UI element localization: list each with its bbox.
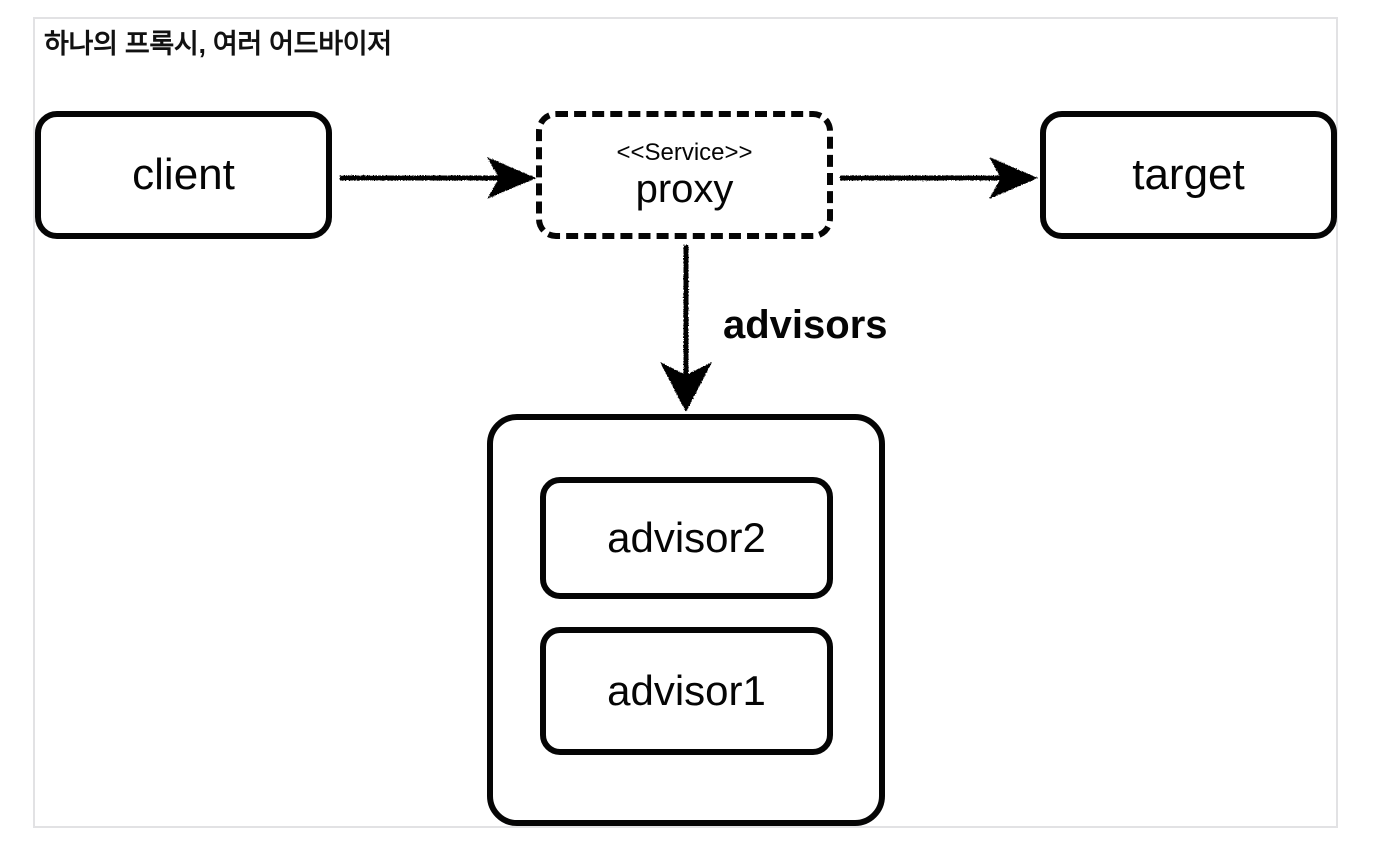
node-advisor2-label: advisor2 — [607, 513, 766, 561]
node-target-label: target — [1132, 149, 1245, 199]
node-client-label: client — [132, 149, 235, 199]
node-advisor1-label: advisor1 — [607, 666, 766, 714]
edge-label-advisors: advisors — [723, 303, 888, 347]
diagram-title: 하나의 프록시, 여러 어드바이저 — [44, 29, 392, 59]
node-advisors-container[interactable] — [487, 414, 885, 826]
node-advisor1[interactable]: advisor1 — [540, 627, 833, 755]
node-target[interactable]: target — [1040, 111, 1337, 239]
node-proxy-stereotype: <<Service>> — [616, 138, 753, 166]
node-proxy[interactable]: <<Service>> proxy — [536, 111, 833, 239]
node-proxy-label: proxy — [635, 167, 734, 212]
node-advisor2[interactable]: advisor2 — [540, 477, 833, 599]
node-client[interactable]: client — [35, 111, 332, 239]
